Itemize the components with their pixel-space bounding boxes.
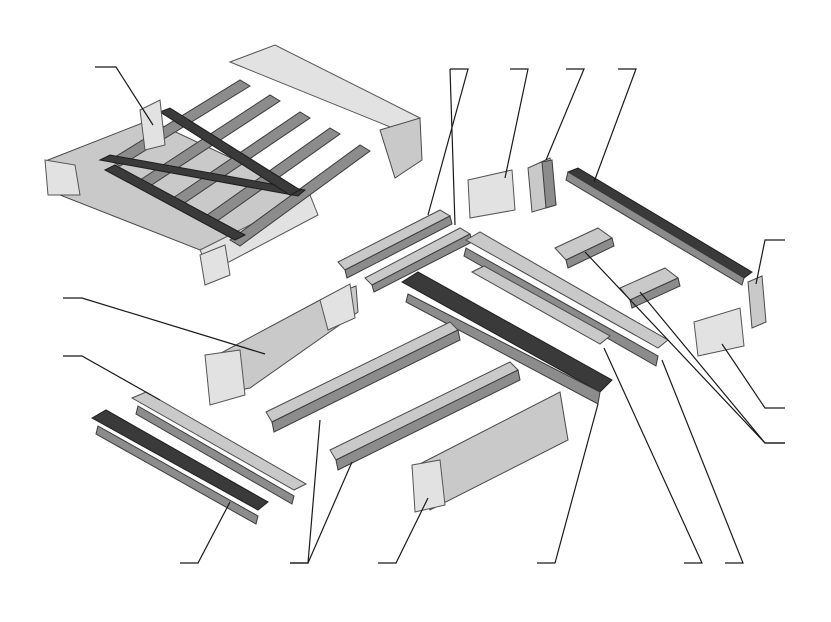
longitudinal-rail-2 xyxy=(470,265,611,345)
rear-cross-beam xyxy=(565,167,753,286)
outrigger-bracket-1 xyxy=(554,227,615,269)
cross-member-short xyxy=(337,209,453,279)
longitudinal-rail-3 xyxy=(401,271,613,405)
floor-cross-rail-1 xyxy=(130,391,308,505)
corner-gusset xyxy=(527,157,557,213)
corner-post xyxy=(747,275,767,329)
lower-channel-1 xyxy=(265,321,461,433)
left-side-sill xyxy=(204,283,359,406)
end-bracket-plate xyxy=(467,169,516,219)
outrigger-bracket-2 xyxy=(619,267,681,309)
rear-side-panel xyxy=(411,391,569,513)
assembled-floor-frame xyxy=(44,44,423,286)
side-gusset-plate xyxy=(693,307,745,357)
leader-lines xyxy=(63,66,785,564)
floor-cross-rail-2 xyxy=(90,409,269,525)
lower-channel-2 xyxy=(329,361,521,471)
